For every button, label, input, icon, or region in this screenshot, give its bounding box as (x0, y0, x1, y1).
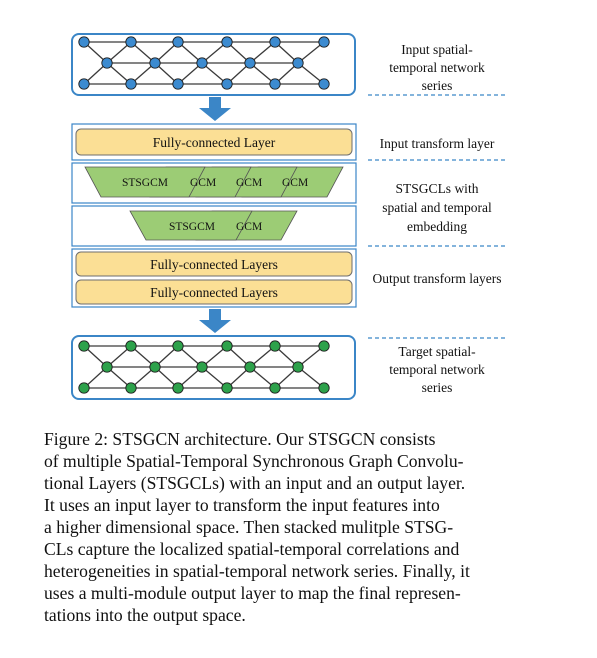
graph-node (244, 361, 256, 373)
output-transform-label: Output transform layers (373, 271, 502, 286)
graph-node (172, 340, 184, 352)
graph-node (244, 57, 256, 69)
input-series-label-line-1: Input spatial- (401, 42, 473, 57)
target-series-label: Target spatial- temporal network series (389, 344, 485, 395)
graph-node (221, 340, 233, 352)
graph-node (292, 361, 304, 373)
figure-caption: Figure 2: STSGCN architecture. Our STSGC… (44, 428, 540, 626)
input-transform-label: Input transform layer (380, 136, 495, 151)
caption-line: a higher dimensional space. Then stacked… (44, 517, 454, 537)
stsgcls-label-line-2: spatial and temporal (382, 200, 492, 215)
graph-node (318, 78, 330, 90)
input-transform-block: Fully-connected Layer (71, 123, 357, 161)
target-graph-panel (71, 335, 356, 400)
caption-line: tional Layers (STSGCLs) with an input an… (44, 473, 466, 493)
stsgcm-label: STSGCM (122, 177, 168, 189)
output-transform-block: Fully-connected Layers Fully-connected L… (71, 248, 357, 308)
input-graph-panel (71, 33, 356, 96)
stsgcl-block-1: STSGCM GCM GCM GCM (71, 162, 357, 204)
graph-node (318, 340, 330, 352)
graph-node (149, 57, 161, 69)
graph-node (221, 382, 233, 394)
gcm-label: GCM (282, 177, 308, 189)
stsgcls-label-line-3: embedding (407, 219, 467, 234)
graph-node (172, 382, 184, 394)
stsgcm-label: STSGCM (169, 221, 215, 233)
stsgcm-trapezoid (84, 166, 206, 198)
graph-node (318, 382, 330, 394)
down-arrow-icon (199, 97, 231, 121)
fc-output-layer-1-text: Fully-connected Layers (150, 257, 278, 272)
target-series-label-line-2: temporal network (389, 362, 485, 377)
graph-node (78, 36, 90, 48)
input-series-label-line-3: series (422, 78, 453, 93)
target-series-label-line-1: Target spatial- (398, 344, 476, 359)
graph-node (221, 78, 233, 90)
graph-node (269, 78, 281, 90)
graph-node (78, 340, 90, 352)
graph-node (125, 36, 137, 48)
graph-node (172, 36, 184, 48)
stsgcls-label-line-1: STSGCLs with (396, 181, 479, 196)
gcm-label: GCM (236, 221, 262, 233)
graph-node (269, 36, 281, 48)
graph-node (149, 361, 161, 373)
graph-node (269, 382, 281, 394)
caption-line: of multiple Spatial-Temporal Synchronous… (44, 451, 464, 471)
graph-node (101, 57, 113, 69)
graph-node (269, 340, 281, 352)
stsgcls-label: STSGCLs with spatial and temporal embedd… (382, 181, 492, 234)
caption-line: Figure 2: STSGCN architecture. Our STSGC… (44, 429, 436, 449)
caption-line: uses a multi-module output layer to map … (44, 583, 461, 603)
caption-line: tations into the output space. (44, 605, 246, 625)
graph-node (78, 382, 90, 394)
target-series-label-line-3: series (422, 380, 453, 395)
caption-line: CLs capture the localized spatial-tempor… (44, 539, 460, 559)
graph-node (125, 340, 137, 352)
target-graph-network (78, 340, 330, 394)
caption-line: It uses an input layer to transform the … (44, 495, 440, 515)
graph-node (196, 57, 208, 69)
stsgcm-trapezoid (129, 210, 253, 241)
stsgcl-block-2: STSGCM GCM (71, 205, 357, 247)
fc-output-layer-2-text: Fully-connected Layers (150, 285, 278, 300)
input-graph-network (78, 36, 330, 90)
graph-node (318, 36, 330, 48)
gcm-label: GCM (190, 177, 216, 189)
graph-node (101, 361, 113, 373)
graph-node (196, 361, 208, 373)
input-series-label-line-2: temporal network (389, 60, 485, 75)
input-series-label: Input spatial- temporal network series (389, 42, 485, 93)
architecture-diagram: Input spatial- temporal network series F… (71, 33, 508, 400)
graph-node (78, 78, 90, 90)
graph-node (221, 36, 233, 48)
down-arrow-icon (199, 309, 231, 333)
gcm-label: GCM (236, 177, 262, 189)
graph-node (125, 382, 137, 394)
graph-node (172, 78, 184, 90)
graph-node (125, 78, 137, 90)
caption-line: heterogeneities in spatial-temporal netw… (44, 561, 470, 581)
graph-node (292, 57, 304, 69)
fc-input-layer-text: Fully-connected Layer (153, 135, 276, 150)
